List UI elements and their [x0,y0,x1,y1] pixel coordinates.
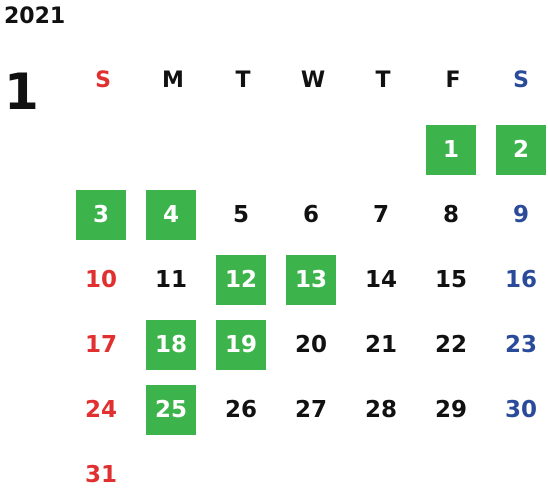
day-cell-24: 24 [84,397,117,423]
day-cell-8: 8 [442,202,459,228]
weekday-header-saturday: S [513,68,529,93]
day-cell-6: 6 [302,202,319,228]
day-cell-29: 29 [434,397,467,423]
weekday-header-sunday: S [95,68,111,93]
weekday-header-monday: M [162,68,184,93]
day-cell-27: 27 [294,397,327,423]
weekday-header-friday: F [445,68,461,93]
day-cell-7: 7 [372,202,389,228]
day-cell-25: 25 [146,385,196,435]
weekday-header-tuesday: T [235,68,251,93]
day-cell-23: 23 [504,332,537,358]
day-cell-13: 13 [286,255,336,305]
day-cell-26: 26 [224,397,257,423]
day-cell-21: 21 [364,332,397,358]
day-cell-1: 1 [426,125,476,175]
day-cell-10: 10 [84,267,117,293]
day-cell-3: 3 [76,190,126,240]
day-cell-5: 5 [232,202,249,228]
day-cell-17: 17 [84,332,117,358]
day-cell-9: 9 [512,202,529,228]
year-label: 2021 [4,4,66,29]
day-cell-16: 16 [504,267,537,293]
weekday-header-thursday: T [375,68,391,93]
day-cell-18: 18 [146,320,196,370]
day-cell-19: 19 [216,320,266,370]
day-cell-28: 28 [364,397,397,423]
day-cell-31: 31 [84,462,117,488]
day-cell-11: 11 [154,267,187,293]
day-cell-2: 2 [496,125,546,175]
day-cell-12: 12 [216,255,266,305]
day-cell-15: 15 [434,267,467,293]
day-cell-14: 14 [364,267,397,293]
day-cell-22: 22 [434,332,467,358]
weekday-header-wednesday: W [300,68,326,93]
day-cell-4: 4 [146,190,196,240]
month-label: 1 [4,63,39,121]
day-cell-30: 30 [504,397,537,423]
day-cell-20: 20 [294,332,327,358]
